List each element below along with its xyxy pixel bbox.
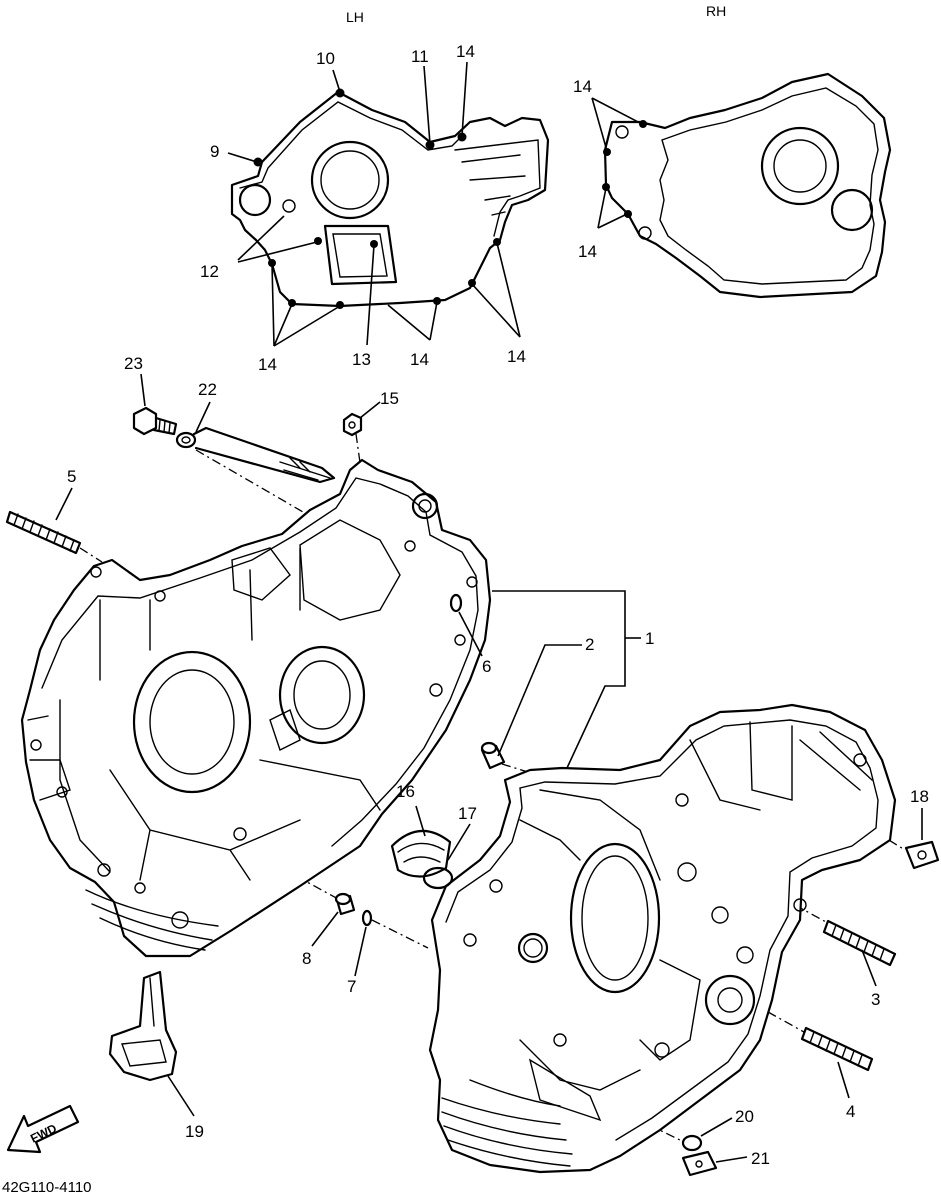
callout-20: 20	[735, 1107, 754, 1126]
callout-15: 15	[380, 389, 399, 408]
callout-14-lh-bottom-right: 14	[507, 347, 526, 366]
callout-14-rh-top: 14	[573, 77, 592, 96]
callout-14-lh-bottom-left: 14	[258, 355, 277, 374]
callout-5: 5	[67, 467, 76, 486]
lh-heading: LH	[346, 9, 364, 25]
washer-21	[681, 1150, 718, 1177]
cap-16	[390, 829, 452, 878]
right-main-bearing-bore	[569, 842, 661, 994]
rh-gasket	[602, 72, 892, 299]
callout-3: 3	[871, 990, 880, 1009]
dowel-pin-2	[480, 741, 506, 770]
callout-16: 16	[396, 782, 415, 801]
lh-gasket-crank-hole	[310, 140, 390, 220]
stud-bolt-3	[822, 919, 897, 967]
clip-18	[904, 840, 940, 870]
callout-18: 18	[910, 787, 929, 806]
left-crankcase-half	[20, 458, 492, 958]
callout-22: 22	[198, 380, 217, 399]
o-ring-7	[361, 909, 373, 927]
plate-22	[175, 426, 336, 484]
dowel-pin-8	[334, 892, 356, 916]
callout-23: 23	[124, 354, 143, 373]
lh-gasket-small-hole	[238, 183, 272, 217]
right-case-filter-boss	[704, 974, 756, 1026]
stud-bolt-4	[800, 1026, 874, 1072]
stud-bolt-5	[5, 510, 82, 555]
callout-13: 13	[352, 350, 371, 369]
lh-gasket	[230, 88, 550, 309]
callout-14-lh-top: 14	[456, 42, 475, 61]
dowel-pin-6	[449, 593, 463, 613]
callout-11: 11	[411, 47, 429, 66]
rh-gasket-small-hole	[830, 188, 874, 232]
nut-15	[342, 412, 363, 437]
o-ring-17	[422, 866, 454, 890]
callout-4: 4	[846, 1102, 855, 1121]
right-case-seal-ring	[517, 932, 549, 964]
callout-1: 1	[645, 629, 654, 648]
callout-2: 2	[585, 635, 594, 654]
left-main-bearing-boss	[132, 650, 252, 794]
callout-7: 7	[347, 977, 356, 996]
nut-20	[681, 1134, 703, 1152]
callout-19: 19	[185, 1122, 204, 1141]
left-secondary-bearing-boss	[278, 645, 366, 745]
callout-6: 6	[482, 657, 491, 676]
rh-heading: RH	[706, 3, 726, 19]
lh-gasket-leaders	[227, 61, 521, 347]
left-case-top-boss	[411, 492, 439, 520]
callout-17: 17	[458, 804, 477, 823]
bolt-23	[132, 406, 178, 436]
callout-21: 21	[751, 1149, 770, 1168]
callout-12: 12	[200, 262, 219, 281]
rh-gasket-leaders	[591, 97, 643, 229]
callout-8: 8	[302, 949, 311, 968]
rh-gasket-crank-hole	[760, 126, 840, 206]
lh-gasket-lower-cutout	[323, 224, 398, 286]
callout-9: 9	[210, 142, 219, 161]
part-leaders	[55, 373, 923, 1163]
breather-pipe-19	[108, 970, 178, 1082]
callout-10: 10	[316, 49, 335, 68]
callout-14-rh-bottom: 14	[578, 242, 597, 261]
callout-14-lh-bottom-middle: 14	[410, 350, 429, 369]
right-crankcase-half	[428, 703, 897, 1174]
diagram-code: 42G110-4110	[2, 1179, 92, 1196]
